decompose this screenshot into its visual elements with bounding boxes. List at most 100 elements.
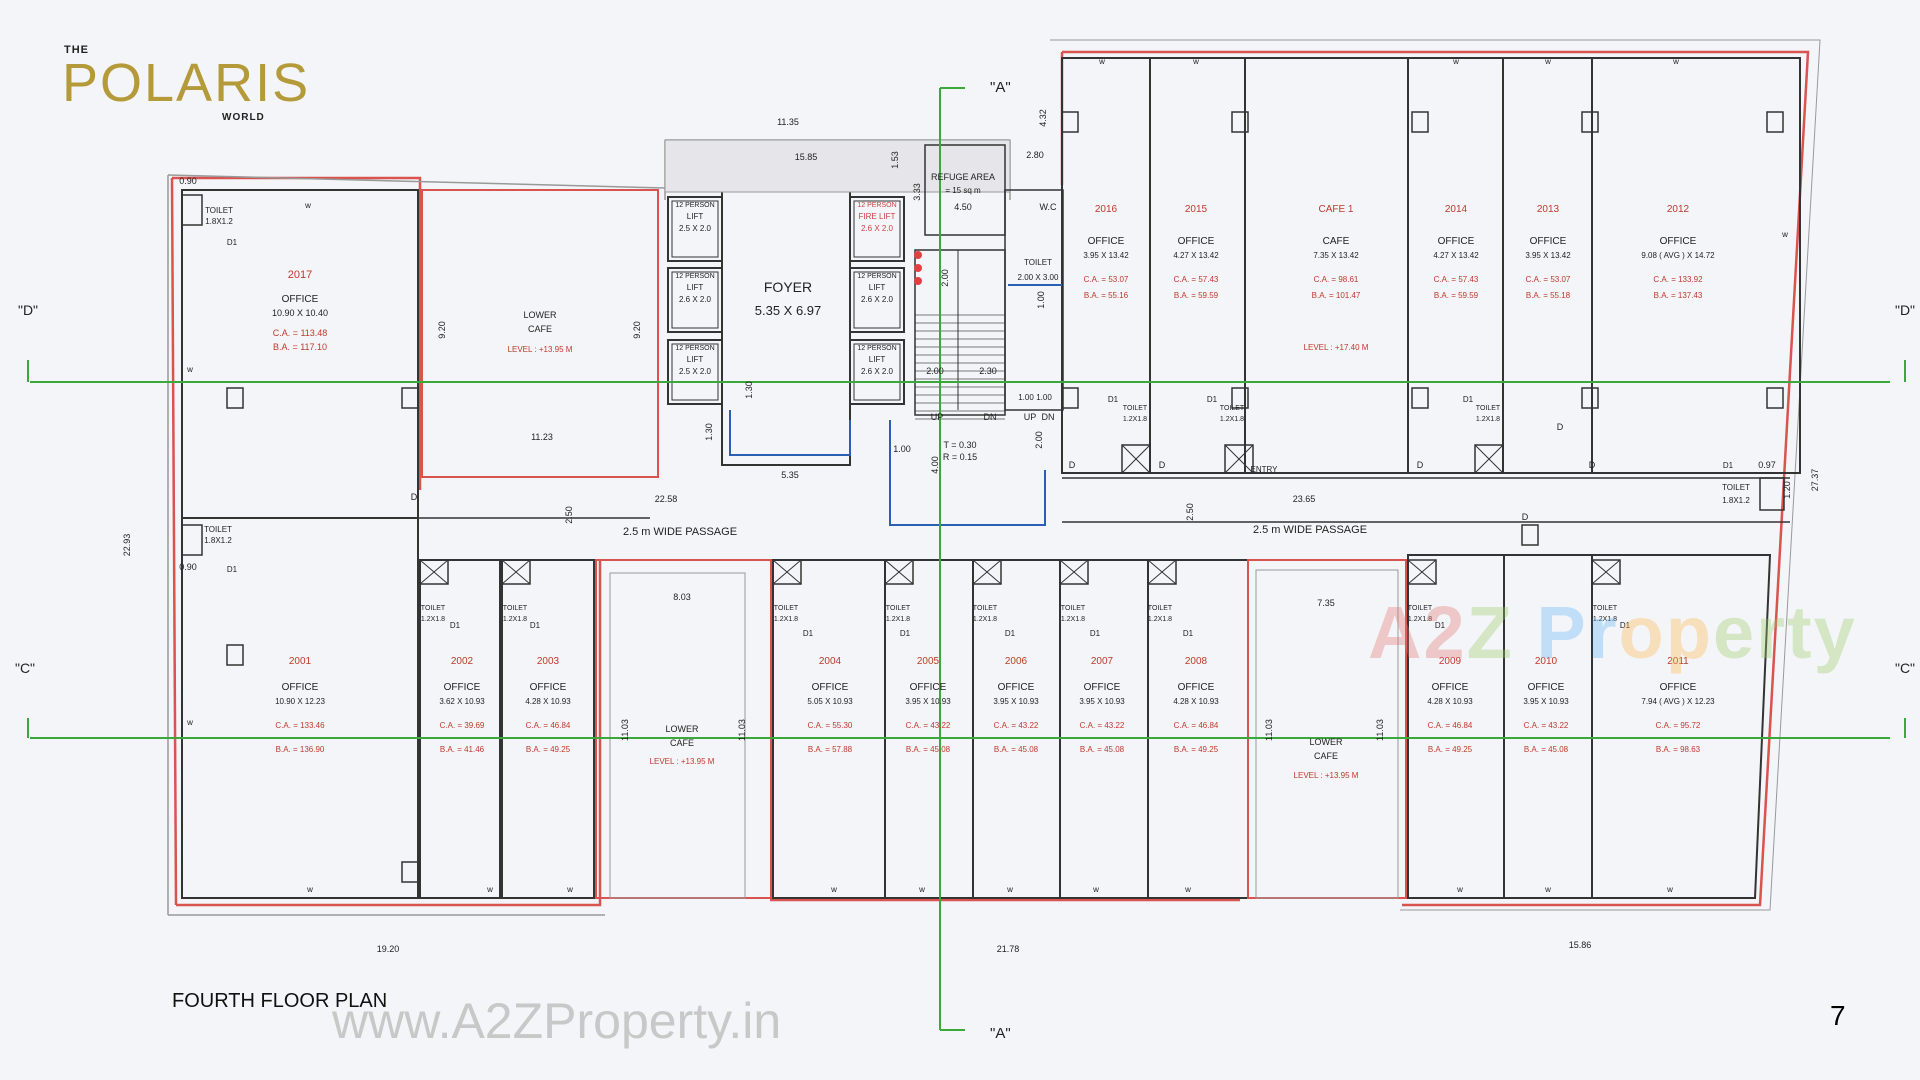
unit-number: 2017 [288, 269, 312, 281]
dimension-label: 27.37 [1810, 469, 1820, 492]
dimension-label: 4.32 [1038, 109, 1048, 127]
unit-size: 3.95 X 10.93 [905, 697, 951, 706]
dimension-label: 1.00 [1018, 393, 1034, 402]
column-7 [1411, 387, 1429, 409]
dimension-label: 2.30 [979, 366, 997, 376]
unit-ca: C.A. = 43.22 [994, 721, 1039, 730]
unit-size: 7.94 ( AVG ) X 12.23 [1641, 697, 1715, 706]
brand-letter: t [1786, 591, 1814, 674]
unit-type: OFFICE [1528, 682, 1565, 693]
unit-ca: C.A. = 98.61 [1314, 275, 1359, 284]
window-label: w [1544, 57, 1551, 66]
dimension-label: 2.00 [926, 366, 944, 376]
toilet-dim: 1.2X1.8 [774, 616, 798, 623]
unit-size: 9.08 ( AVG ) X 14.72 [1641, 251, 1715, 260]
unit-ca: C.A. = 133.92 [1653, 275, 1703, 284]
window-label: w [1544, 885, 1551, 894]
toilet-box-5 [1059, 559, 1089, 585]
stair-tread-label: T = 0.30 [943, 440, 976, 450]
door-label: D1 [1207, 395, 1218, 404]
unit-size: 4.27 X 13.42 [1433, 251, 1479, 260]
door-label: D1 [1183, 629, 1194, 638]
window-label: w [1006, 885, 1013, 894]
brand-letter [1514, 590, 1537, 675]
unit-type: OFFICE [1530, 236, 1567, 247]
unit-type: OFFICE [1438, 236, 1475, 247]
toilet-cross [419, 559, 449, 585]
outer-wall-bottom-left [176, 560, 602, 907]
toilet-box-0 [419, 559, 449, 585]
lower-cafe-bottom-right-inner [1255, 569, 1399, 899]
unit-number: 2005 [917, 656, 940, 667]
section-c-right-label: "C" [1895, 660, 1915, 676]
door-label: D1 [227, 565, 238, 574]
fire-equipment-icon [914, 251, 922, 259]
column-5 [1061, 111, 1079, 133]
passage-left-label: 2.5 m WIDE PASSAGE [623, 526, 737, 538]
unit-ba: B.A. = 59.59 [1174, 291, 1219, 300]
fire-equipment-icon [914, 277, 922, 285]
unit-ca: C.A. = 55.30 [808, 721, 853, 730]
brand-letter: r [1756, 591, 1787, 674]
stair-dn: DN [1042, 412, 1055, 422]
room-top-5-walls [1591, 57, 1801, 474]
unit-size: 4.28 X 10.93 [1173, 697, 1219, 706]
unit-type: OFFICE [1432, 682, 1469, 693]
toilet-dim: 1.8X1.2 [1722, 496, 1750, 505]
toilet-box-top-2 [1474, 444, 1504, 474]
toilet-dim: 1.8X1.2 [204, 536, 232, 545]
lift-label: 2.5 X 2.0 [679, 224, 712, 233]
toilet-dim: 1.2X1.8 [1220, 416, 1244, 423]
wc-block-walls [1004, 189, 1064, 411]
toilet-cross [1224, 444, 1254, 474]
unit-ca: C.A. = 46.84 [1428, 721, 1473, 730]
unit-type: OFFICE [282, 682, 319, 693]
unit-ba: B.A. = 41.46 [440, 745, 485, 754]
dimension-label: 1.00 [893, 444, 911, 454]
lift-label: 12 PERSON [857, 202, 896, 209]
toilet-dim: 1.2X1.8 [886, 616, 910, 623]
entry-label: ENTRY [1251, 465, 1279, 474]
column-11 [1766, 387, 1784, 409]
door-label: D1 [1108, 395, 1119, 404]
dimension-label: 11.23 [531, 432, 553, 442]
toilet-dim: 1.2X1.8 [503, 616, 527, 623]
dimension-label: 2.00 [1034, 431, 1044, 449]
unit-ba: B.A. = 98.63 [1656, 745, 1701, 754]
toilet-cross [1121, 444, 1151, 474]
door-label: D [1557, 422, 1564, 432]
unit-number: 2009 [1439, 656, 1462, 667]
door-label: D1 [1005, 629, 1016, 638]
column-3 [401, 861, 419, 883]
toilet-box-2 [772, 559, 802, 585]
dimension-label: 8.03 [673, 592, 691, 602]
unit-ca: C.A. = 46.84 [526, 721, 571, 730]
window-label: w [304, 201, 311, 210]
unit-ba: B.A. = 45.08 [994, 745, 1039, 754]
stair-up: UP [1024, 412, 1037, 422]
column-14 [1521, 524, 1539, 546]
refuge-area: = 15 sq m [945, 186, 981, 195]
room-2011-walls [1591, 554, 1772, 899]
section-c-left-label: "C" [15, 660, 35, 676]
unit-ca: C.A. = 57.43 [1174, 275, 1219, 284]
unit-ba: B.A. = 45.08 [906, 745, 951, 754]
door-label: D1 [1090, 629, 1101, 638]
brand-watermark: A2Z Property [1368, 590, 1857, 675]
url-watermark: www.A2ZProperty.in [332, 993, 782, 1049]
dimension-label: 11.35 [777, 117, 799, 127]
fire-equipment-icon [914, 264, 922, 272]
unit-number: 2012 [1667, 204, 1690, 215]
toilet-box-6 [1147, 559, 1177, 585]
passage-right-label: 2.5 m WIDE PASSAGE [1253, 524, 1367, 536]
dimension-label: 0.90 [179, 176, 197, 186]
lift-label: 2.6 X 2.0 [861, 224, 894, 233]
door-label: D [1589, 460, 1596, 470]
dimension-label: 0.90 [179, 562, 197, 572]
stair-walls [914, 249, 1006, 416]
toilet-cross [972, 559, 1002, 585]
door-label: D1 [1723, 461, 1734, 470]
blue-marker-left [729, 410, 851, 456]
window-label: w [1666, 885, 1673, 894]
lower-cafe-level: LEVEL : +13.95 M [650, 757, 715, 766]
